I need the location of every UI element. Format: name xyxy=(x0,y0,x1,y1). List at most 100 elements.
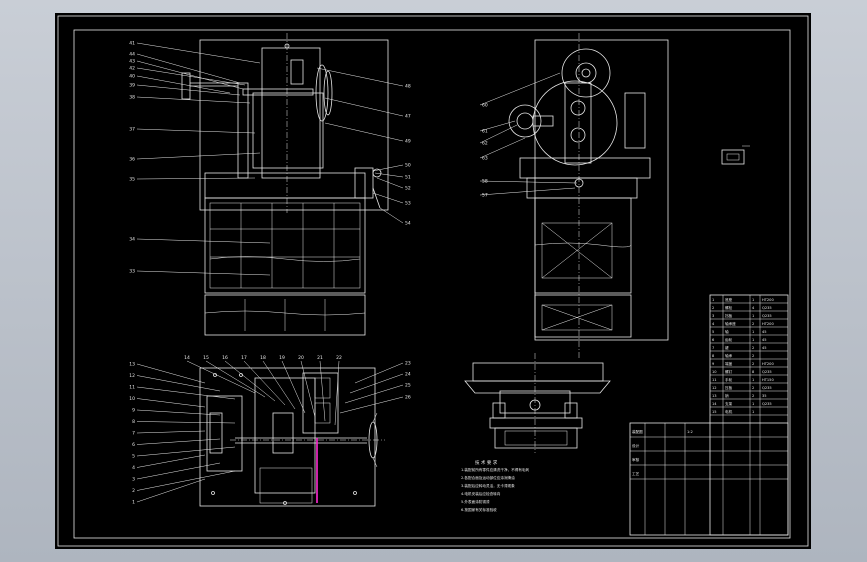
parts-cell: 轴 xyxy=(725,329,729,334)
callout-label: 39 xyxy=(129,83,135,89)
parts-cell: Q235 xyxy=(762,386,772,390)
callout-label: 3 xyxy=(132,477,135,483)
parts-cell: 9 xyxy=(712,362,715,366)
parts-cell: 11 xyxy=(712,378,717,382)
callout-label: 35 xyxy=(129,177,135,183)
parts-cell: 齿轮 xyxy=(725,337,733,342)
callout-label: 53 xyxy=(405,201,411,207)
outer-border xyxy=(57,15,809,547)
parts-cell: 2 xyxy=(752,346,754,350)
callout-label: 26 xyxy=(405,395,411,401)
parts-cell: HT200 xyxy=(762,298,774,302)
callout-label: 12 xyxy=(129,373,135,379)
parts-cell: 压板 xyxy=(725,385,733,390)
note-line: 3.装配后应转动灵活，无卡滞现象 xyxy=(461,483,515,488)
parts-cell: Q235 xyxy=(762,402,772,406)
callout-label: 1 xyxy=(132,500,135,506)
parts-cell: 销 xyxy=(725,393,729,398)
parts-cell: 7 xyxy=(712,346,714,350)
parts-cell: 15 xyxy=(712,410,717,414)
callout-label: 42 xyxy=(129,66,135,72)
title-cell: 装配图 xyxy=(632,429,643,434)
callout-label: 37 xyxy=(129,127,135,133)
parts-cell: 45 xyxy=(762,338,767,342)
note-line: 2.各配合面及运动部位应涂润滑油 xyxy=(461,475,515,480)
inner-border xyxy=(73,29,791,539)
parts-cell: 1 xyxy=(752,330,754,334)
parts-cell: 1 xyxy=(712,298,714,302)
callout-label: 52 xyxy=(405,186,411,192)
callout-label: 4 xyxy=(132,465,135,471)
technical-notes: 技 术 要 求 1.装配前所有零件应清洗干净，不得有毛刺2.各配合面及运动部位应… xyxy=(461,459,530,512)
parts-cell: 螺钉 xyxy=(725,369,733,374)
title-cell: 设计 xyxy=(632,443,640,448)
note-line: 4.电机安装后应检查转向 xyxy=(461,491,501,496)
callout-label: 20 xyxy=(298,355,304,361)
callout-label: 21 xyxy=(317,355,323,361)
callout-label: 9 xyxy=(132,408,135,414)
callout-label: 2 xyxy=(132,488,135,494)
parts-cell: 支架 xyxy=(725,401,733,406)
parts-cell: 1 xyxy=(752,314,754,318)
parts-cell: 35 xyxy=(762,394,767,398)
callout-label: 47 xyxy=(405,114,411,120)
callout-label: 16 xyxy=(222,355,228,361)
parts-cell: Q235 xyxy=(762,306,772,310)
title-cell: 审核 xyxy=(632,457,640,462)
title-cell: 1:2 xyxy=(687,430,693,434)
callout-label: 38 xyxy=(129,95,135,101)
parts-cell: 4 xyxy=(752,306,755,310)
parts-cell: 5 xyxy=(712,330,714,334)
callout-label: 18 xyxy=(260,355,266,361)
detail-view xyxy=(721,145,750,165)
callout-label: 15 xyxy=(203,355,209,361)
notes-title: 技 术 要 求 xyxy=(475,459,498,466)
callout-label: 57 xyxy=(482,193,488,199)
parts-cell: 14 xyxy=(712,402,717,406)
callout-label: 61 xyxy=(482,129,488,135)
callout-label: 41 xyxy=(129,41,135,47)
note-line: 5.外表面涂防锈漆 xyxy=(461,499,490,504)
callout-label: 5 xyxy=(132,454,135,460)
callout-label: 48 xyxy=(405,84,411,90)
callout-label: 6 xyxy=(132,442,135,448)
parts-cell: 12 xyxy=(712,386,717,390)
parts-cell: Q235 xyxy=(762,314,772,318)
parts-cell: 1 xyxy=(752,298,754,302)
parts-cell: 10 xyxy=(712,370,717,374)
parts-cell: 45 xyxy=(762,346,767,350)
title-cell: 工艺 xyxy=(632,471,640,476)
parts-cell: HT200 xyxy=(762,362,774,366)
callout-label: 60 xyxy=(482,103,488,109)
callout-label: 36 xyxy=(129,157,135,163)
parts-cell: 2 xyxy=(752,386,754,390)
callout-label: 43 xyxy=(129,59,135,65)
parts-cell: 3 xyxy=(712,314,714,318)
callout-label: 11 xyxy=(129,385,135,391)
parts-cell: 45 xyxy=(762,330,767,334)
callout-label: 17 xyxy=(241,355,247,361)
parts-cell: 2 xyxy=(712,306,714,310)
parts-cell: 8 xyxy=(752,370,755,374)
callout-label: 13 xyxy=(129,362,135,368)
parts-cell: 螺栓 xyxy=(725,305,733,310)
parts-cell: Q235 xyxy=(762,370,772,374)
parts-cell: 底座 xyxy=(725,297,733,302)
callout-label: 51 xyxy=(405,175,411,181)
callout-label: 49 xyxy=(405,139,411,145)
callout-label: 19 xyxy=(279,355,285,361)
callout-label: 22 xyxy=(336,355,342,361)
parts-cell: 1 xyxy=(752,338,754,342)
parts-cell: 2 xyxy=(752,362,754,366)
parts-cell: 1 xyxy=(752,378,754,382)
parts-cell: 2 xyxy=(752,354,754,358)
section-view xyxy=(464,353,611,453)
parts-cell: 2 xyxy=(752,394,754,398)
callout-label: 40 xyxy=(129,74,135,80)
parts-cell: 6 xyxy=(712,338,715,342)
parts-cell: 8 xyxy=(712,354,715,358)
